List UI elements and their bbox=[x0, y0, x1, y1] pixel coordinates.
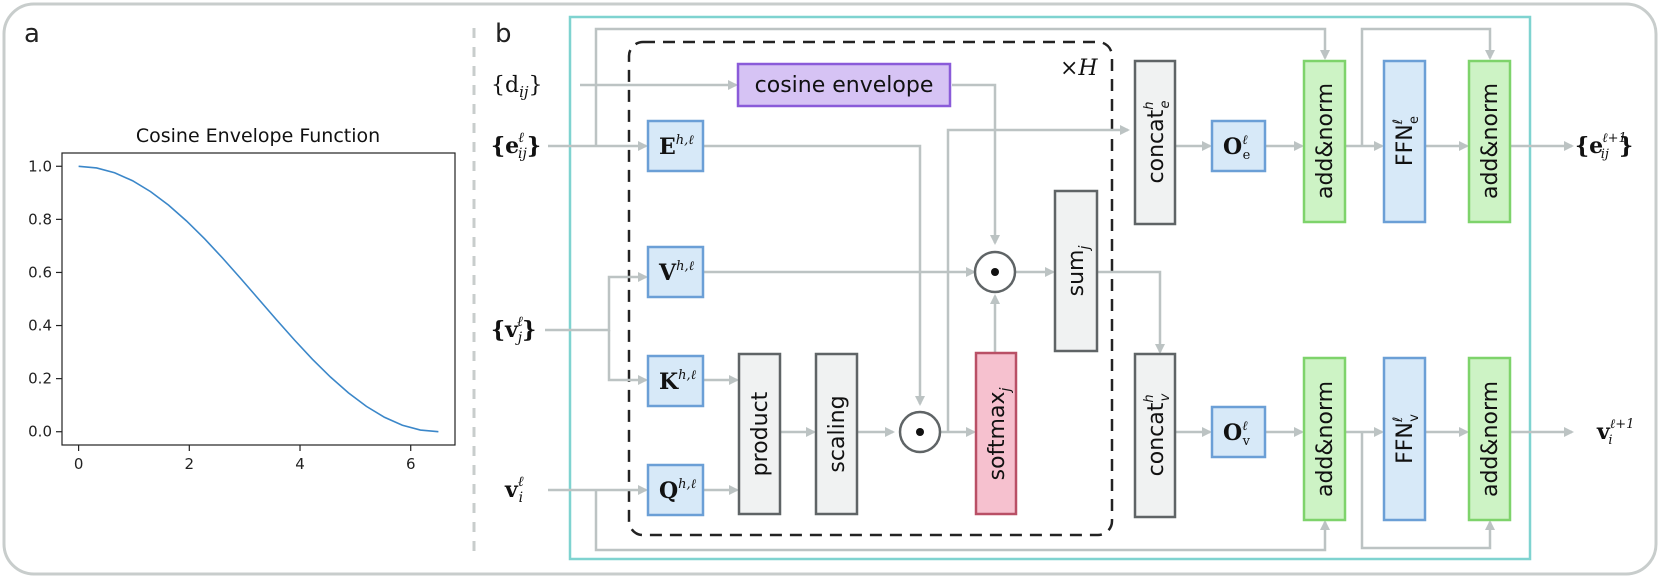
hadamard-op-2 bbox=[898, 410, 942, 454]
svg-text:FFNℓe: FFNℓe bbox=[1391, 116, 1422, 166]
concat-v-box: concathv bbox=[1133, 352, 1177, 519]
svg-text:add&norm: add&norm bbox=[1313, 381, 1338, 497]
add-norm-v-1: add&norm bbox=[1302, 356, 1347, 522]
svg-text:softmaxj: softmaxj bbox=[985, 388, 1014, 481]
add-norm-e-1: add&norm bbox=[1302, 59, 1347, 224]
svg-text:add&norm: add&norm bbox=[1478, 381, 1503, 497]
svg-text:product: product bbox=[748, 391, 773, 476]
softmax-box: softmaxj bbox=[974, 351, 1018, 516]
svg-text:Oℓe: Oℓe bbox=[1223, 133, 1251, 163]
cosine-envelope-box bbox=[736, 62, 952, 108]
attention-head-box bbox=[627, 40, 1114, 537]
svg-text:Eh,ℓ: Eh,ℓ bbox=[659, 133, 694, 160]
x-tick-label: 4 bbox=[295, 455, 305, 473]
svg-text:Kh,ℓ: Kh,ℓ bbox=[659, 368, 697, 395]
input-d-ij: {dij} bbox=[491, 73, 543, 101]
sum-box: sumj bbox=[1053, 189, 1099, 353]
y-tick-label: 1.0 bbox=[28, 157, 52, 175]
connectors bbox=[545, 27, 1574, 552]
ffn-e-box: FFNℓe bbox=[1382, 59, 1427, 224]
projection-V: Vh,ℓ bbox=[646, 245, 705, 299]
svg-text:concathe: concathe bbox=[1142, 101, 1173, 184]
y-tick-label: 0.8 bbox=[28, 210, 52, 228]
y-ticks: 0.0 0.2 0.4 0.6 0.8 1.0 bbox=[28, 157, 62, 441]
concat-e-box: concathe bbox=[1133, 59, 1177, 226]
add-norm-e-2: add&norm bbox=[1467, 59, 1512, 224]
y-tick-label: 0.6 bbox=[28, 263, 52, 281]
panel-a-letter: a bbox=[24, 19, 40, 49]
svg-text:Vh,ℓ: Vh,ℓ bbox=[658, 259, 695, 286]
projection-E: Eh,ℓ bbox=[646, 119, 705, 173]
chart-title: Cosine Envelope Function bbox=[136, 125, 380, 147]
y-tick-label: 0.4 bbox=[28, 317, 52, 335]
svg-text:add&norm: add&norm bbox=[1478, 83, 1503, 199]
add-norm-v-2: add&norm bbox=[1467, 356, 1512, 522]
svg-text:sumj: sumj bbox=[1064, 246, 1093, 297]
plot-area bbox=[61, 152, 456, 446]
svg-text:scaling: scaling bbox=[825, 395, 850, 472]
svg-text:concathv: concathv bbox=[1142, 393, 1173, 476]
series-line-cosine bbox=[78, 165, 439, 433]
transformer-layer-box bbox=[568, 15, 1532, 561]
y-tick-label: 0.0 bbox=[28, 423, 52, 441]
svg-text:FFNℓv: FFNℓv bbox=[1391, 414, 1422, 464]
scaling-box: scaling bbox=[814, 352, 859, 516]
x-ticks: 0 2 4 6 bbox=[74, 445, 416, 473]
svg-text:add&norm: add&norm bbox=[1313, 83, 1338, 199]
cosine-envelope-label: cosine envelope bbox=[755, 73, 934, 98]
svg-text:Oℓv: Oℓv bbox=[1223, 419, 1251, 449]
x-tick-label: 2 bbox=[185, 455, 195, 473]
ffn-v-box: FFNℓv bbox=[1382, 356, 1427, 522]
panel-b-letter: b bbox=[495, 19, 512, 49]
projection-K: Kh,ℓ bbox=[646, 354, 705, 408]
x-tick-label: 6 bbox=[406, 455, 416, 473]
product-box: product bbox=[737, 352, 782, 516]
head-repeat-label: ×H bbox=[1060, 56, 1098, 81]
svg-text:Qh,ℓ: Qh,ℓ bbox=[659, 477, 697, 504]
y-tick-label: 0.2 bbox=[28, 370, 52, 388]
x-tick-label: 0 bbox=[74, 455, 84, 473]
hadamard-op-1 bbox=[973, 250, 1017, 294]
projection-Q: Qh,ℓ bbox=[646, 463, 705, 517]
